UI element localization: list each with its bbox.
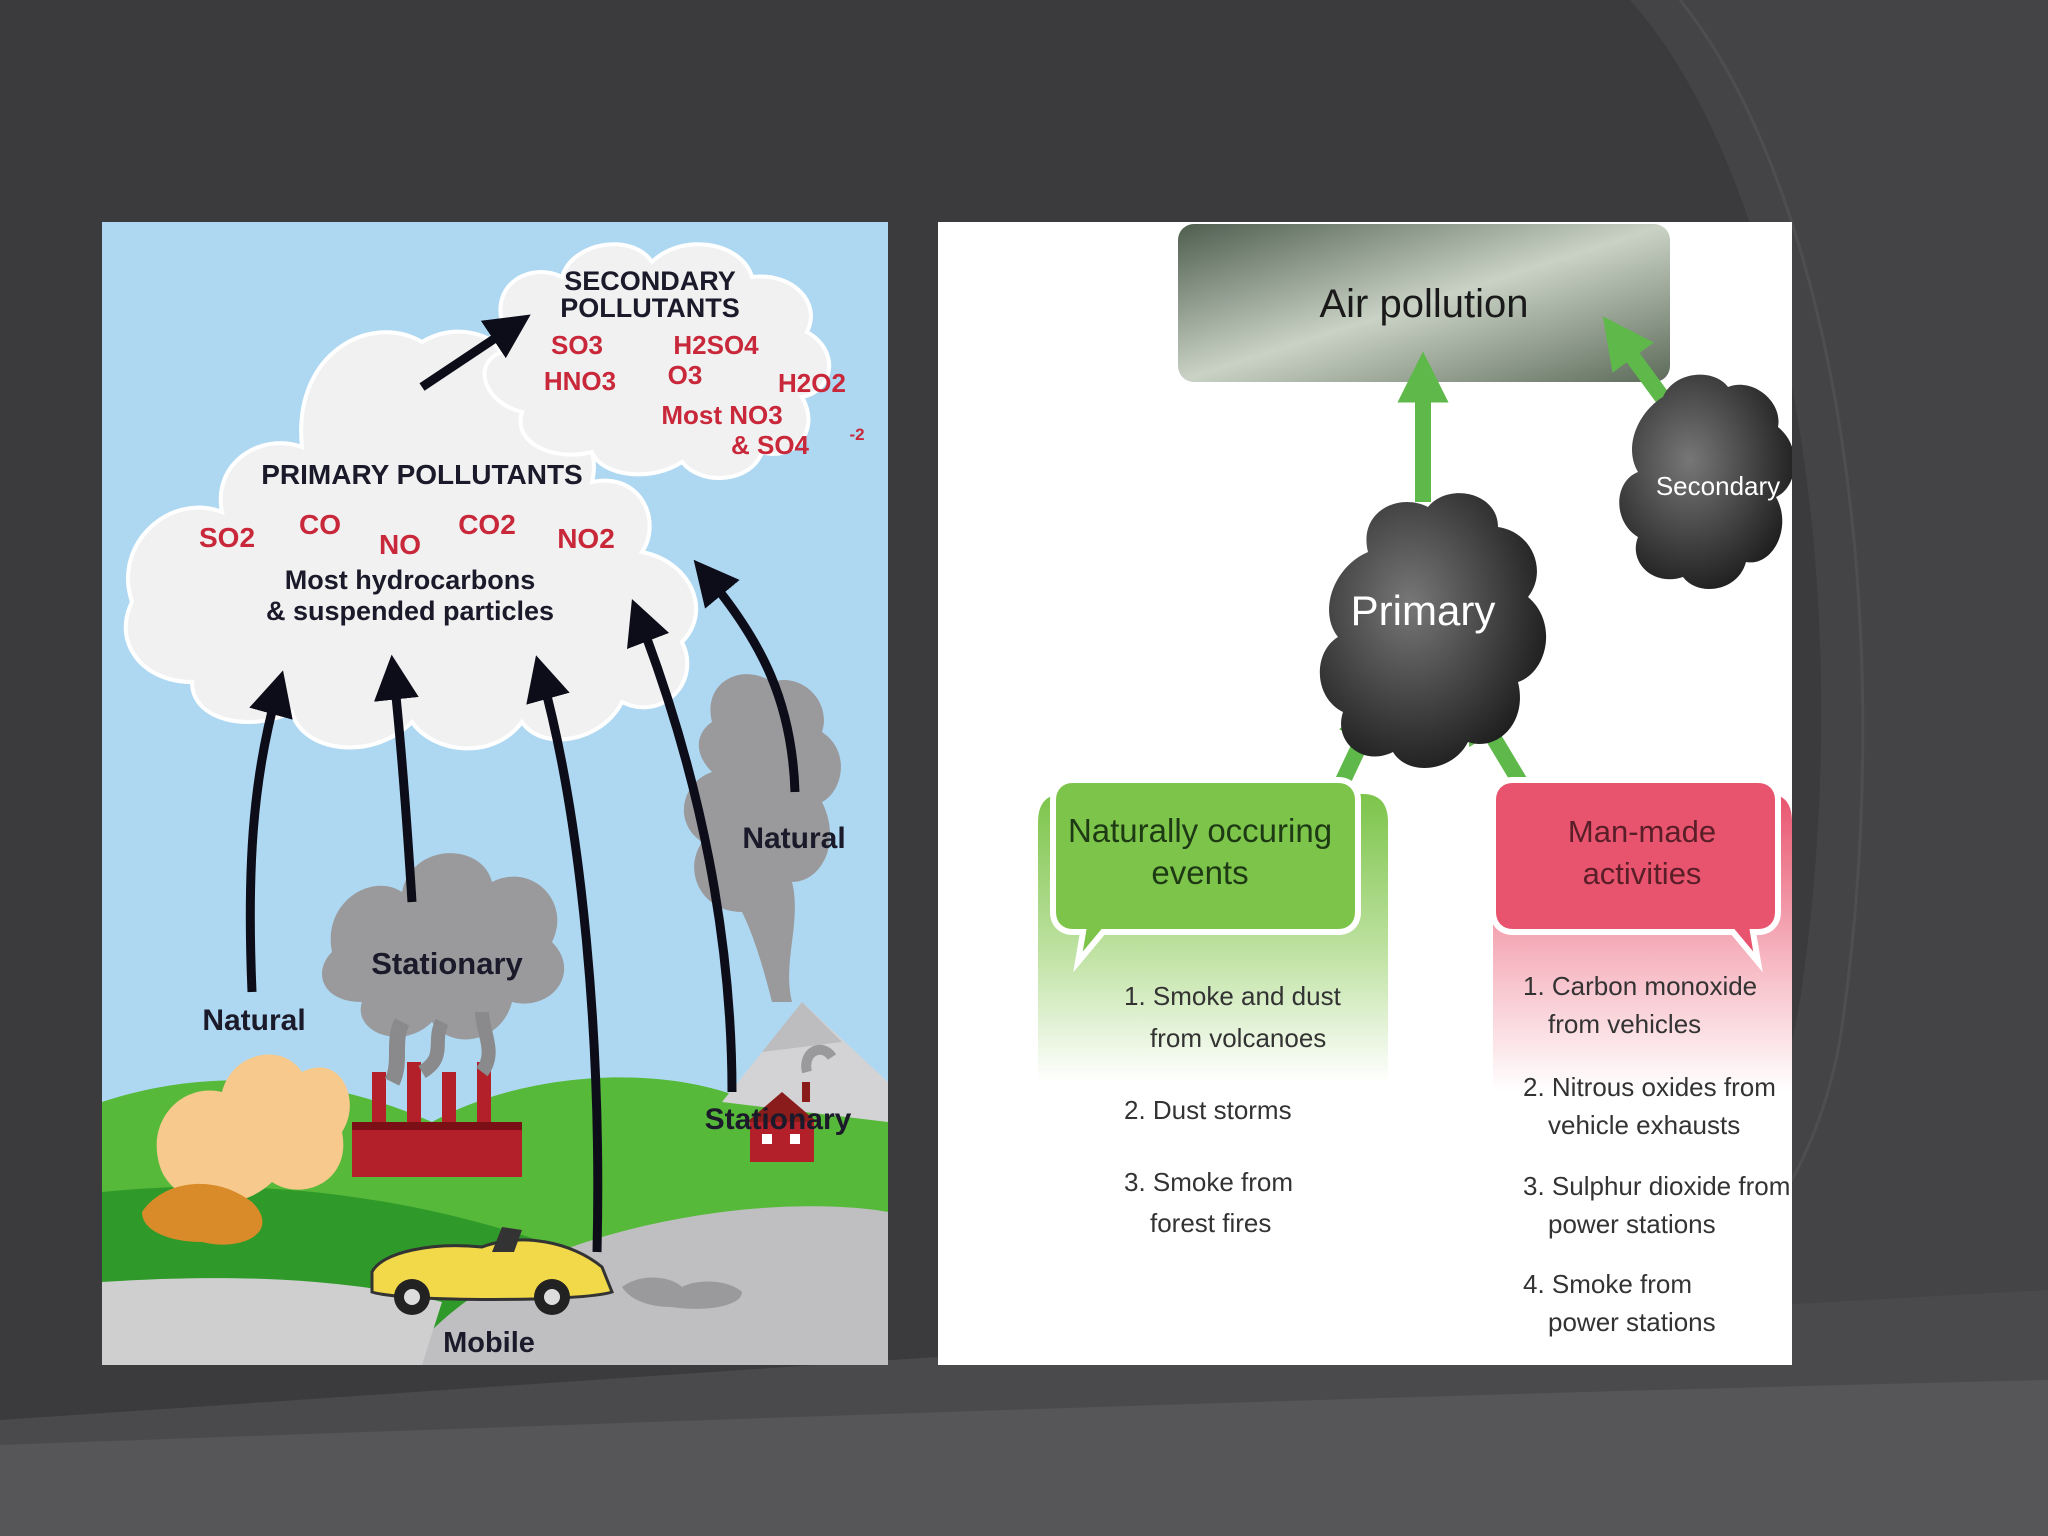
label-stationary-house: Stationary — [705, 1103, 852, 1136]
manmade-box-line2: activities — [1583, 856, 1702, 891]
natural-item-1-line1: 1. Smoke and dust — [1124, 981, 1342, 1011]
manmade-activities-list-b: 3. Sulphur dioxide from power stations 4… — [1523, 1171, 1790, 1337]
secondary-pollutants-labels: SECONDARY POLLUTANTS SO3 H2SO4 HNO3 O3 H… — [544, 266, 865, 460]
secondary-title-line2: POLLUTANTS — [560, 293, 739, 323]
factory — [352, 1062, 522, 1177]
natural-item-3-line1: 3. Smoke from — [1124, 1167, 1293, 1197]
manmade-activities-list: 1. Carbon monoxide from vehicles 2. Nitr… — [1523, 971, 1776, 1140]
manmade-box-line1: Man-made — [1568, 814, 1716, 849]
label-co: CO — [299, 509, 341, 540]
natural-item-1-line2: from volcanoes — [1150, 1023, 1326, 1053]
car — [370, 1227, 742, 1315]
manmade-activities-box: Man-made activities — [1490, 777, 1792, 1092]
air-pollution-classification-diagram: Air pollution Primary Secondary Naturall… — [938, 222, 1792, 1365]
label-so4: & SO4 — [731, 430, 810, 460]
manmade-item-4-line1: 4. Smoke from — [1523, 1269, 1692, 1299]
source-labels: Natural Stationary Natural Stationary Mo… — [202, 822, 851, 1359]
label-mobile: Mobile — [443, 1327, 535, 1359]
label-h2o2: H2O2 — [778, 368, 846, 398]
natural-events-list: 1. Smoke and dust from volcanoes 2. Dust… — [1124, 981, 1342, 1238]
secondary-title-line1: SECONDARY — [564, 266, 736, 296]
label-most-no3: Most NO3 — [661, 400, 782, 430]
label-co2: CO2 — [458, 509, 516, 540]
house — [747, 1044, 837, 1162]
stationary-smoke-cloud — [322, 853, 565, 1086]
manmade-item-2-line2: vehicle exhausts — [1548, 1110, 1740, 1140]
primary-cloud: Primary — [1319, 493, 1547, 769]
label-natural-volcano: Natural — [742, 822, 845, 855]
air-pollution-label: Air pollution — [1319, 282, 1528, 326]
natural-box-line2: events — [1151, 854, 1248, 891]
volcano-smoke-cloud — [683, 674, 841, 1002]
flow-arrows — [245, 314, 800, 1253]
natural-item-3-line2: forest fires — [1150, 1208, 1271, 1238]
natural-box-line1: Naturally occuring — [1068, 812, 1332, 849]
manmade-item-4-line2: power stations — [1548, 1307, 1716, 1337]
pollutant-sources-diagram: SECONDARY POLLUTANTS SO3 H2SO4 HNO3 O3 H… — [102, 222, 888, 1365]
primary-label: Primary — [1351, 587, 1496, 634]
manmade-item-3-line1: 3. Sulphur dioxide from — [1523, 1171, 1790, 1201]
label-so4-charge: -2 — [849, 425, 864, 444]
label-stationary-factory: Stationary — [371, 946, 523, 981]
primary-line2: & suspended particles — [266, 596, 554, 626]
primary-title: PRIMARY POLLUTANTS — [261, 459, 582, 490]
secondary-pollutants-cloud — [482, 242, 832, 480]
label-h2so4: H2SO4 — [673, 330, 759, 360]
manmade-item-1-line2: from vehicles — [1548, 1009, 1701, 1039]
secondary-label: Secondary — [1656, 471, 1780, 501]
label-natural-left: Natural — [202, 1004, 305, 1037]
natural-item-2-line1: 2. Dust storms — [1124, 1095, 1292, 1125]
manmade-item-2-line1: 2. Nitrous oxides from — [1523, 1072, 1776, 1102]
label-hno3: HNO3 — [544, 366, 616, 396]
label-no2: NO2 — [557, 523, 615, 554]
label-so3: SO3 — [551, 330, 603, 360]
primary-line1: Most hydrocarbons — [285, 565, 536, 595]
natural-events-box: Naturally occuring events — [1038, 777, 1388, 1082]
label-so2: SO2 — [199, 522, 255, 553]
primary-pollutants-labels: PRIMARY POLLUTANTS SO2 CO NO CO2 NO2 Mos… — [199, 459, 615, 626]
secondary-cloud: Secondary — [1619, 374, 1792, 589]
label-no: NO — [379, 529, 421, 560]
air-pollution-box: Air pollution — [1178, 224, 1670, 382]
manmade-item-1-line1: 1. Carbon monoxide — [1523, 971, 1757, 1001]
label-o3: O3 — [668, 360, 703, 390]
manmade-item-3-line2: power stations — [1548, 1209, 1716, 1239]
natural-dust-cloud — [142, 1054, 350, 1245]
